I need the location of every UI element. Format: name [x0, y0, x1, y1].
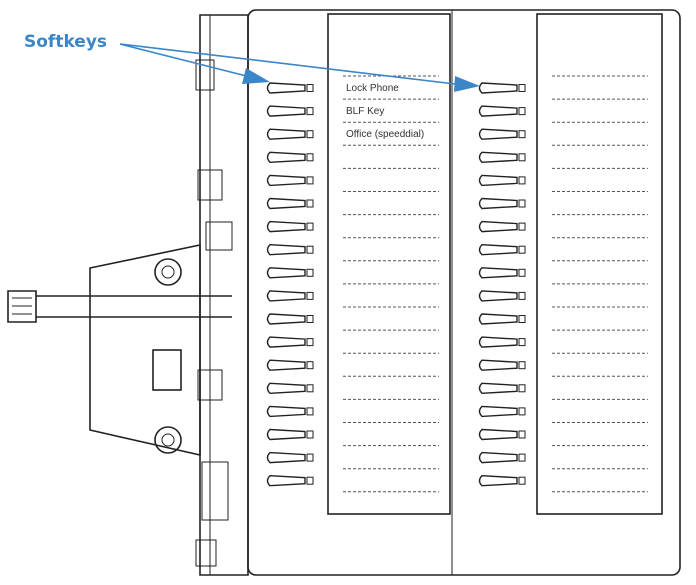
softkey[interactable]: [478, 313, 526, 325]
module-body: [247, 9, 681, 576]
softkey[interactable]: [478, 174, 526, 187]
softkey[interactable]: [478, 128, 526, 140]
softkeys-callout: Softkeys: [24, 32, 480, 92]
softkey[interactable]: [478, 82, 526, 94]
softkey[interactable]: [478, 382, 526, 395]
softkey-column-1: [266, 82, 314, 487]
softkey[interactable]: [266, 428, 314, 441]
softkey[interactable]: [266, 174, 314, 187]
mounting-bracket: [89, 14, 249, 576]
softkey[interactable]: [266, 82, 314, 94]
softkey-column-2: [478, 82, 526, 487]
softkey[interactable]: [478, 359, 526, 371]
label-panel-1: [327, 13, 451, 515]
callout-label: Softkeys: [24, 32, 107, 52]
softkey[interactable]: [478, 267, 526, 279]
softkey[interactable]: [266, 290, 314, 302]
softkey[interactable]: [266, 267, 314, 279]
softkey[interactable]: [266, 151, 314, 164]
softkey[interactable]: [266, 105, 314, 117]
softkey[interactable]: [266, 405, 314, 418]
softkey[interactable]: [478, 336, 526, 348]
softkey-label: BLF Key: [346, 106, 384, 117]
softkey[interactable]: [266, 359, 314, 371]
softkey[interactable]: [266, 382, 314, 395]
softkey[interactable]: [266, 313, 314, 325]
softkey[interactable]: [478, 243, 526, 256]
label-lines-panel-2: [552, 75, 648, 493]
softkey-label: Lock Phone: [346, 83, 399, 94]
softkey[interactable]: [478, 105, 526, 117]
softkey[interactable]: [266, 451, 314, 464]
softkey[interactable]: [478, 290, 526, 302]
screw-hole-bottom: [154, 426, 182, 454]
softkey[interactable]: [266, 220, 314, 233]
softkey[interactable]: [478, 220, 526, 233]
callout-arrow-1: [119, 43, 263, 81]
softkey[interactable]: [266, 128, 314, 140]
softkey-label: Office (speeddial): [346, 129, 424, 140]
softkey[interactable]: [478, 197, 526, 210]
callout-arrowhead-1: [242, 68, 270, 84]
softkey[interactable]: [478, 474, 526, 487]
softkey[interactable]: [478, 405, 526, 418]
softkey[interactable]: [266, 474, 314, 487]
label-panel-2: [536, 13, 663, 515]
softkey[interactable]: [266, 336, 314, 348]
softkey[interactable]: [478, 151, 526, 164]
callout-arrowhead-2: [454, 76, 480, 92]
softkey[interactable]: [266, 243, 314, 256]
softkey[interactable]: [266, 197, 314, 210]
label-lines-panel-1: [343, 75, 439, 493]
screw-hole-top: [154, 258, 182, 286]
connector-cable: [7, 290, 232, 323]
rj-plug-icon: [7, 290, 37, 323]
callout-arrow-2: [119, 43, 473, 87]
bracket-slot: [152, 349, 182, 391]
softkey[interactable]: [478, 428, 526, 441]
softkey[interactable]: [478, 451, 526, 464]
